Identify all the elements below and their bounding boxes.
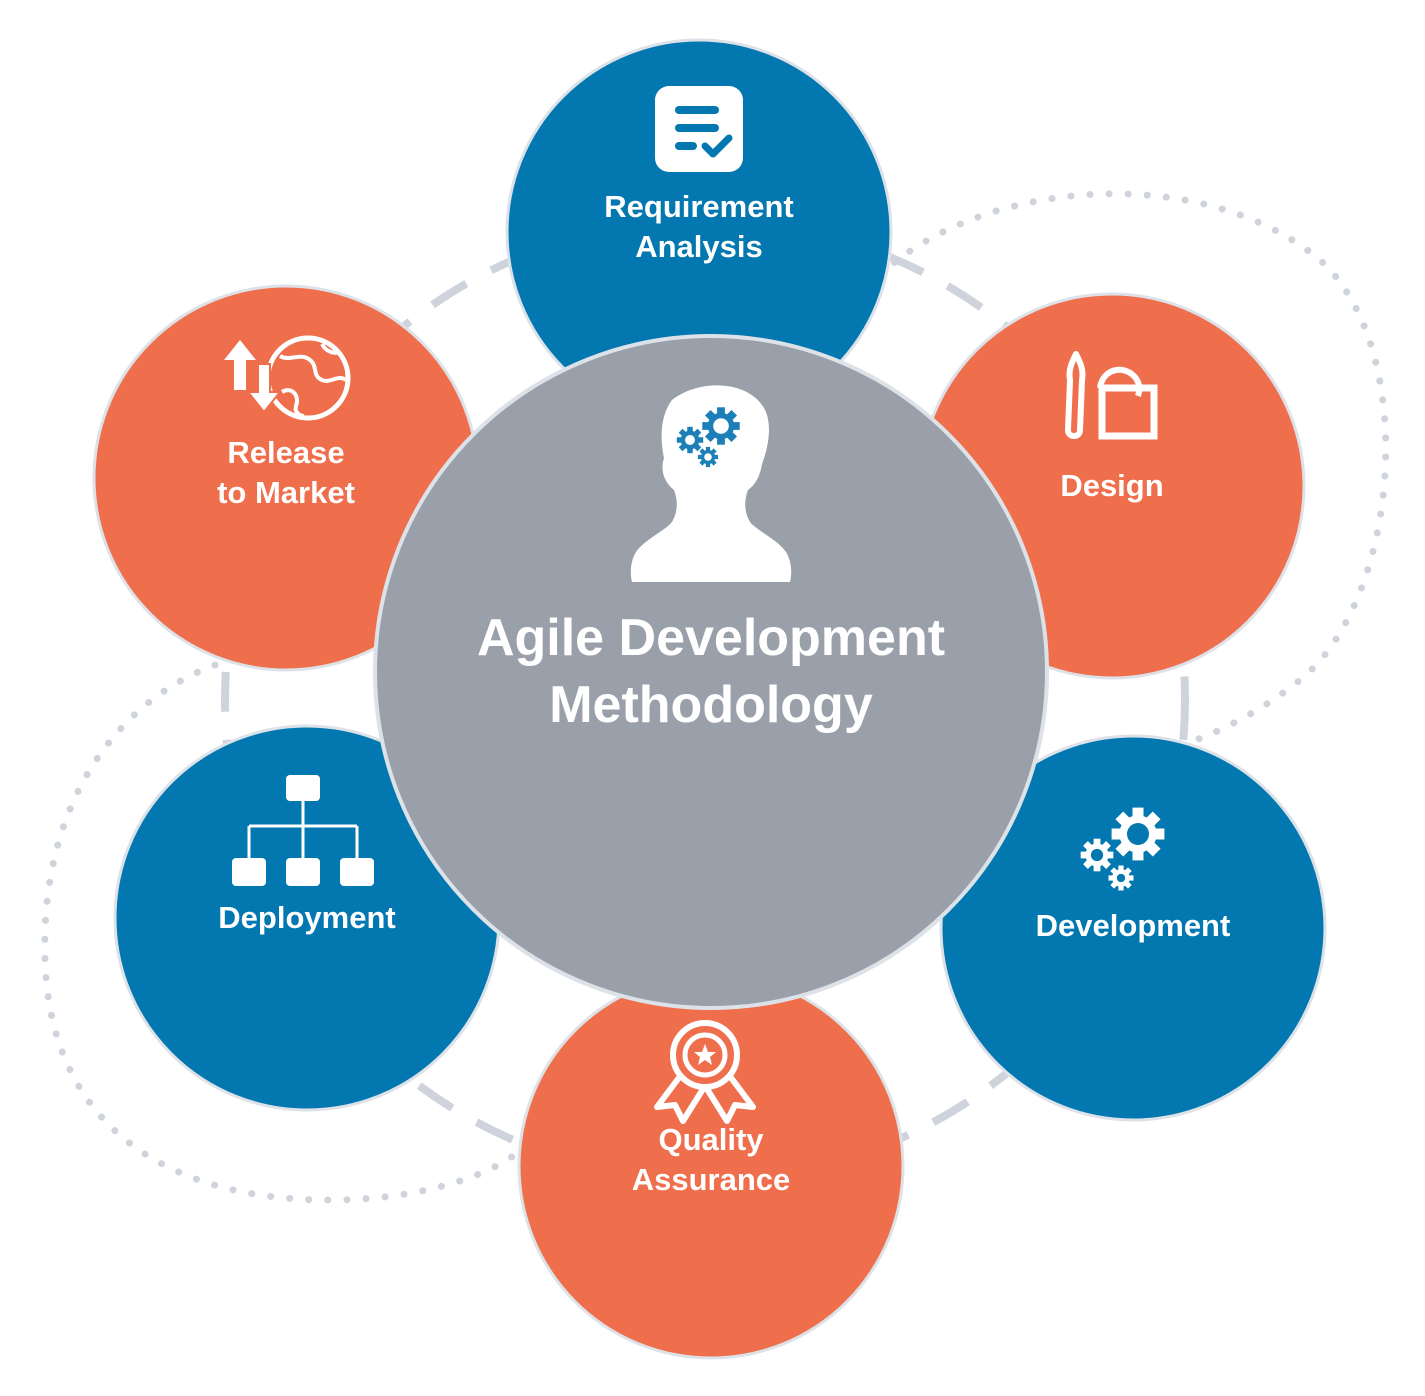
brush-square-icon [1065,351,1158,440]
stage-label-line1: Quality [658,1122,764,1157]
stage-label-line1: Release [227,435,344,470]
center-title-line1: Agile Development [477,609,945,667]
stage-label-line1: Development [1036,908,1231,943]
stage-deployment: Deployment [113,724,501,1112]
stage-development: Development [939,734,1327,1122]
stage-label-line2: Analysis [635,229,763,264]
stage-requirement-analysis: Requirement Analysis [505,38,893,426]
checklist-icon [655,86,743,172]
dotted-loop-right [876,190,1390,749]
stage-label-line1: Deployment [218,900,395,935]
dotted-loop-left [41,661,524,1204]
stage-quality-assurance: Quality Assurance [517,972,905,1360]
stage-label-line1: Design [1060,468,1163,503]
stage-circle [939,734,1327,1122]
center-title-line2: Methodology [549,676,873,734]
stage-label-line2: Assurance [632,1162,791,1197]
stage-label-line1: Requirement [604,189,793,224]
gears-icon [1080,807,1165,891]
award-ribbon-icon [654,1020,756,1124]
center-circle [373,334,1049,1010]
globe-arrows-icon [224,335,351,421]
head-gears-icon [630,385,792,582]
center-hub: Agile Development Methodology [373,334,1049,1010]
stage-label-line2: to Market [217,475,355,510]
hierarchy-icon [232,775,374,886]
